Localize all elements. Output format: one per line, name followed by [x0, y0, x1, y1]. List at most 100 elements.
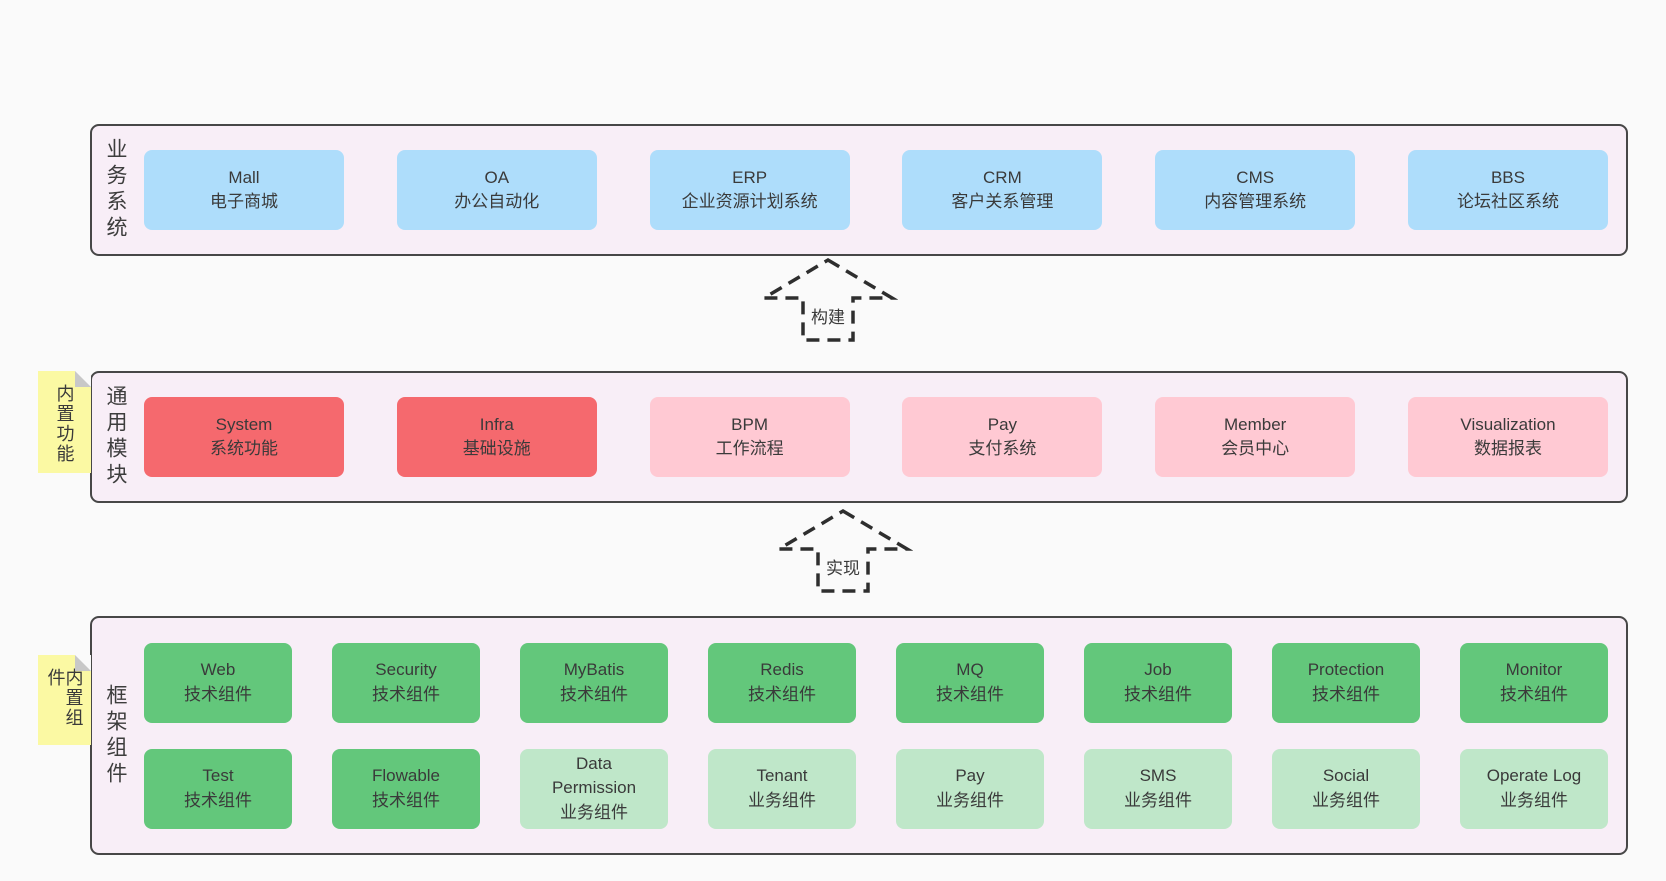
box-member: Member 会员中心: [1155, 397, 1356, 477]
box-title: ERP: [732, 167, 768, 187]
up-arrow-icon: [773, 508, 913, 593]
box-data-permission: Data Permission 业务组件: [520, 748, 668, 829]
box-title: BPM: [731, 414, 769, 434]
box-bbs: BBS 论坛社区系统: [1407, 150, 1608, 230]
box-subtitle: 业务组件: [748, 790, 816, 810]
tech-components-row: Web 技术组件 Security 技术组件 MyBatis 技术组件 Redi…: [144, 642, 1608, 723]
band-business-systems: 业务系统 Mall 电子商城 OA 办公自动化 ERP 企业资源计划系统 CRM…: [90, 124, 1628, 256]
box-subtitle: 内容管理系统: [1204, 192, 1307, 211]
box-title: Monitor: [1505, 660, 1563, 680]
framework-components-boxes: Web 技术组件 Security 技术组件 MyBatis 技术组件 Redi…: [126, 618, 1626, 853]
box-web: Web 技术组件: [144, 642, 292, 723]
box-subtitle: 系统功能: [210, 439, 278, 458]
folded-corner-icon: [75, 371, 91, 387]
box-subtitle: 客户关系管理: [951, 192, 1054, 211]
box-test: Test 技术组件: [144, 748, 292, 829]
arrow-label: 实现: [824, 554, 862, 579]
box-title: CRM: [983, 167, 1022, 187]
box-bpm: BPM 工作流程: [649, 397, 850, 477]
sticky-note-text: 内置功能: [54, 384, 75, 464]
box-subtitle: 技术组件: [1312, 684, 1380, 704]
box-redis: Redis 技术组件: [708, 642, 856, 723]
sticky-note-builtin-components: 内置组件: [38, 655, 91, 745]
box-subtitle: 技术组件: [936, 684, 1004, 704]
box-subtitle: 支付系统: [968, 439, 1037, 458]
box-title: Tenant: [756, 766, 808, 786]
box-sms: SMS 业务组件: [1084, 748, 1232, 829]
box-subtitle: 业务组件: [1124, 790, 1192, 810]
box-tenant: Tenant 业务组件: [708, 748, 856, 829]
box-title: Web: [200, 660, 236, 680]
folded-corner-icon: [75, 655, 91, 671]
box-title: Visualization: [1460, 414, 1556, 434]
box-subtitle: 技术组件: [1500, 684, 1568, 704]
box-pay-component: Pay 业务组件: [896, 748, 1044, 829]
box-title: Pay: [955, 766, 985, 786]
business-systems-boxes: Mall 电子商城 OA 办公自动化 ERP 企业资源计划系统 CRM 客户关系…: [126, 126, 1626, 254]
box-title: Protection: [1307, 660, 1385, 680]
box-title: Mall: [228, 167, 260, 187]
box-social: Social 业务组件: [1272, 748, 1420, 829]
box-title: Flowable: [371, 766, 441, 786]
box-subtitle: 企业资源计划系统: [681, 192, 818, 211]
box-subtitle: 业务组件: [560, 802, 628, 822]
box-title: SMS: [1139, 766, 1177, 786]
box-mq: MQ 技术组件: [896, 642, 1044, 723]
box-title: Member: [1224, 414, 1287, 434]
box-title: BBS: [1490, 167, 1525, 187]
box-job: Job 技术组件: [1084, 642, 1232, 723]
box-title: System: [215, 414, 273, 434]
band-label-common-modules: 通用模块: [104, 385, 127, 489]
biz-components-row: Test 技术组件 Flowable 技术组件 Data Permission …: [144, 748, 1608, 829]
band-label-framework-components: 框架组件: [104, 683, 127, 788]
up-arrow-icon: [758, 257, 898, 342]
box-mall: Mall 电子商城: [144, 150, 344, 230]
box-oa: OA 办公自动化: [396, 150, 597, 230]
box-title: Data Permission: [551, 754, 637, 798]
box-subtitle: 技术组件: [748, 684, 816, 704]
box-title: Operate Log: [1486, 766, 1582, 786]
box-flowable: Flowable 技术组件: [332, 748, 480, 829]
box-subtitle: 技术组件: [184, 684, 252, 704]
box-title: Test: [202, 766, 234, 786]
box-system: System 系统功能: [144, 397, 344, 477]
box-title: MyBatis: [563, 660, 625, 680]
common-modules-boxes: System 系统功能 Infra 基础设施 BPM 工作流程 Pay 支付系统…: [126, 373, 1626, 501]
box-subtitle: 工作流程: [715, 439, 784, 458]
box-subtitle: 技术组件: [184, 790, 252, 810]
band-label-business-systems: 业务系统: [104, 138, 127, 242]
box-subtitle: 电子商城: [210, 192, 278, 211]
box-subtitle: 论坛社区系统: [1456, 192, 1559, 211]
box-title: OA: [484, 167, 510, 187]
box-mybatis: MyBatis 技术组件: [520, 642, 668, 723]
box-pay-module: Pay 支付系统: [902, 397, 1103, 477]
box-subtitle: 业务组件: [1500, 790, 1568, 810]
box-subtitle: 办公自动化: [454, 192, 540, 211]
arrow-build: 构建: [758, 257, 898, 343]
box-operate-log: Operate Log 业务组件: [1460, 748, 1608, 829]
box-title: Security: [375, 660, 437, 680]
box-title: Redis: [760, 660, 804, 680]
box-subtitle: 会员中心: [1221, 439, 1290, 458]
box-cms: CMS 内容管理系统: [1155, 150, 1356, 230]
box-subtitle: 技术组件: [1124, 684, 1192, 704]
sticky-note-text: 内置组件: [45, 668, 84, 728]
box-title: CMS: [1236, 167, 1275, 187]
box-title: Infra: [479, 414, 514, 434]
box-erp: ERP 企业资源计划系统: [649, 150, 850, 230]
box-subtitle: 基础设施: [462, 439, 531, 458]
arrow-implement: 实现: [773, 508, 913, 594]
arrow-label: 构建: [809, 303, 847, 328]
box-infra: Infra 基础设施: [396, 397, 597, 477]
box-title: Pay: [987, 414, 1018, 434]
band-common-modules: 通用模块 System 系统功能 Infra 基础设施 BPM 工作流程 Pay…: [90, 371, 1628, 503]
sticky-note-builtin-features: 内置功能: [38, 371, 91, 473]
box-subtitle: 业务组件: [1312, 790, 1380, 810]
box-subtitle: 技术组件: [372, 790, 440, 810]
box-crm: CRM 客户关系管理: [902, 150, 1103, 230]
box-visualization: Visualization 数据报表: [1407, 397, 1608, 477]
box-title: Job: [1144, 660, 1172, 680]
box-protection: Protection 技术组件: [1272, 642, 1420, 723]
box-subtitle: 数据报表: [1473, 439, 1542, 458]
